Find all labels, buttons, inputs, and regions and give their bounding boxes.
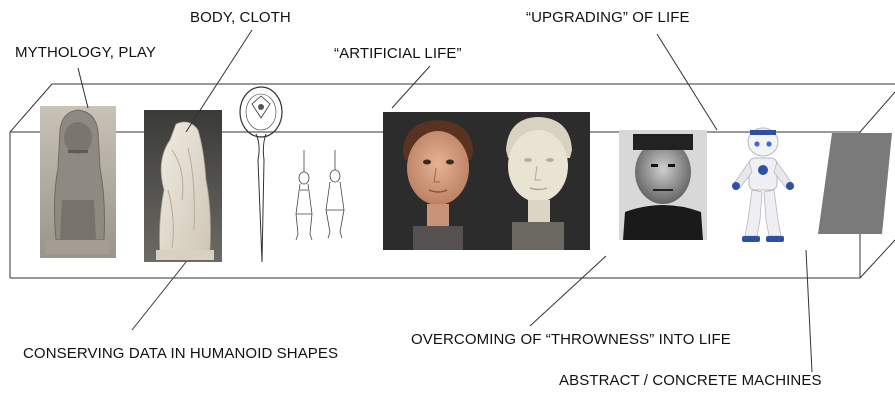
label-abstract-concrete-machines: ABSTRACT / CONCRETE MACHINES: [559, 372, 822, 389]
homunculus-flask-drawing: [239, 86, 283, 263]
pointer-machines: [805, 249, 813, 373]
pointer-body-cloth: [185, 29, 253, 133]
label-conserving-data: CONSERVING DATA IN HUMANOID SHAPES: [23, 345, 339, 362]
label-mythology-play: MYTHOLOGY, PLAY: [15, 44, 156, 61]
grey-panel: [818, 133, 892, 234]
painted-reconstructed-bust: [403, 120, 473, 250]
stone-idol-figure: [40, 106, 116, 258]
pointer-conserving: [131, 261, 187, 331]
pointer-overcoming: [529, 255, 607, 327]
box-top-left-diagonal: [9, 83, 53, 133]
label-overcoming-throwness: OVERCOMING OF “THROWNESS” INTO LIFE: [411, 331, 731, 348]
box-bottom-right-diagonal: [859, 239, 895, 279]
frankenstein-monster-portrait: [619, 130, 707, 240]
label-artificial-life: “ARTIFICIAL LIFE”: [334, 45, 462, 62]
label-body-cloth: BODY, CLOTH: [190, 9, 291, 26]
box-top-right-diagonal: [859, 91, 895, 133]
hanging-figures-sketch: [295, 150, 345, 241]
draped-marble-statue: [144, 110, 222, 262]
pointer-lines: [77, 29, 813, 373]
pointer-upgrading: [656, 33, 718, 131]
marble-bust-caligula: [506, 117, 572, 250]
pointer-artificial-life: [391, 65, 431, 109]
pointer-mythology: [77, 67, 89, 109]
nao-humanoid-robot: [732, 127, 794, 242]
bust-comparison-photo: [383, 112, 590, 250]
label-upgrading-of-life: “UPGRADING” OF LIFE: [526, 9, 690, 26]
